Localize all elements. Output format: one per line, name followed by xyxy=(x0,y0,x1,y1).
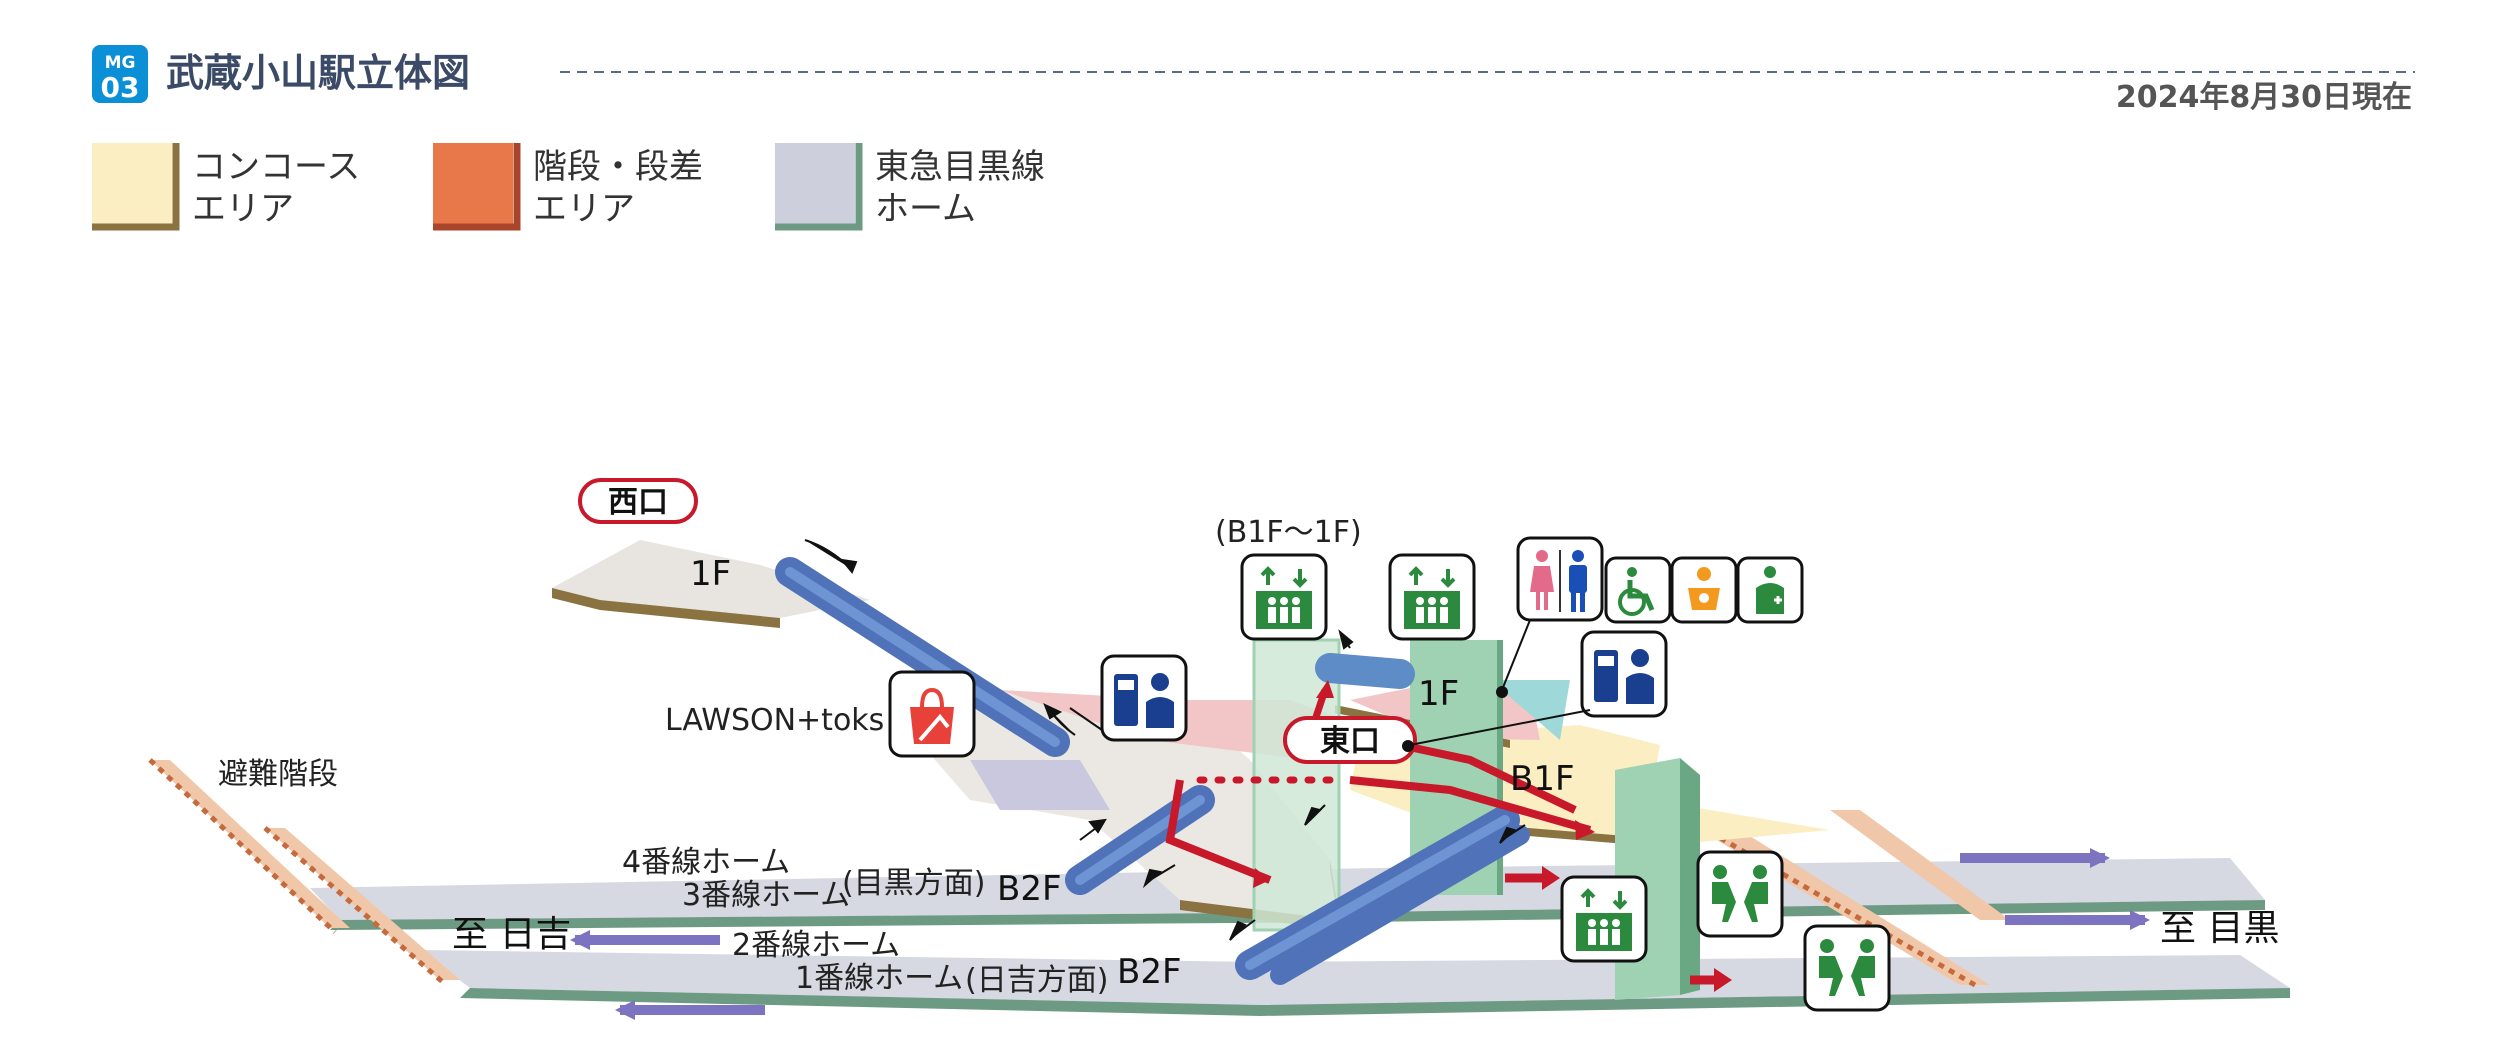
elevator-icon xyxy=(1240,553,1328,641)
platform2-label: 2番線ホーム xyxy=(732,928,900,963)
platform1-label: 1番線ホーム xyxy=(795,961,963,996)
station-number-badge xyxy=(92,45,148,103)
floor-label-east-1f: 1F xyxy=(1418,674,1459,714)
legend-label: 階段・段差 xyxy=(533,147,703,187)
escalator-west xyxy=(775,557,1070,757)
shopping-icon xyxy=(888,670,976,758)
exit-east-badge: 東口 xyxy=(1283,716,1417,764)
floor-label-b1f: B1F xyxy=(1510,759,1575,799)
legend-item-platform: 東急目黒線 ホーム xyxy=(775,143,1045,231)
toilet-icon xyxy=(1516,536,1604,622)
to-meguro-label: 至 目黒 xyxy=(2160,908,2279,949)
leader-lines xyxy=(1069,619,1591,752)
floor-label-west-1f: 1F xyxy=(690,554,731,594)
to-hiyoshi-label: 至 日吉 xyxy=(452,914,571,955)
ticket-machine-icon xyxy=(1580,630,1668,718)
west-1f-deck xyxy=(552,540,870,628)
exit-west-label: 西口 xyxy=(608,485,668,520)
ostomate-icon xyxy=(1736,556,1804,624)
line-code: MG xyxy=(105,53,136,73)
store-label: LAWSON+toks xyxy=(665,703,884,738)
date-stamp: 2024年8月30日現在 xyxy=(2116,80,2412,115)
accessible-route xyxy=(1165,680,1732,992)
exit-west-badge: 西口 xyxy=(578,478,698,524)
escalator-arrows xyxy=(804,539,1526,941)
exit-east-label: 東口 xyxy=(1320,724,1380,759)
escalator-center-up xyxy=(1315,653,1415,689)
baby-care-icon xyxy=(1670,556,1738,624)
header: MG 03 武蔵小山駅立体図 2024年8月30日現在 xyxy=(92,45,2415,115)
waiting-bench-icon xyxy=(1803,924,1891,1012)
legend-label: エリア xyxy=(192,189,294,229)
elevator-range-label: (B1F〜1F) xyxy=(1215,515,1362,550)
station-number: 03 xyxy=(101,71,140,104)
floor-label-b2f-upper: B2F xyxy=(997,869,1062,909)
legend-label: コンコース xyxy=(192,147,360,187)
legend-label: ホーム xyxy=(875,189,976,229)
platform3-label: 3番線ホーム xyxy=(682,878,850,913)
platform4-label: 4番線ホーム xyxy=(622,845,790,880)
legend-label: 東急目黒線 xyxy=(875,147,1045,187)
ticket-machine-icon xyxy=(1100,654,1188,742)
platform1-direction: (日吉方面) xyxy=(965,963,1108,998)
elevator-icon xyxy=(1388,553,1476,641)
page-title: 武蔵小山駅立体図 xyxy=(166,51,470,95)
waiting-bench-icon xyxy=(1696,850,1784,938)
evacuation-label: 避難階段 xyxy=(218,757,338,792)
elevator-icon xyxy=(1560,875,1648,963)
escalator-b2f-left xyxy=(1065,785,1215,895)
legend-item-concourse: コンコース エリア xyxy=(92,143,360,231)
legend-label: エリア xyxy=(533,189,635,229)
legend-item-stairs: 階段・段差 エリア xyxy=(433,143,703,231)
escalator-b2f-right xyxy=(1235,805,1530,985)
platform3-direction: (目黒方面) xyxy=(842,866,985,901)
evacuation-stairs xyxy=(148,758,460,986)
direction-arrows xyxy=(570,848,2150,1020)
wheelchair-icon xyxy=(1604,556,1672,624)
floor-label-b2f-lower: B2F xyxy=(1117,952,1182,992)
legend: コンコース エリア 階段・段差 エリア 東急目黒線 ホーム xyxy=(92,143,1045,231)
